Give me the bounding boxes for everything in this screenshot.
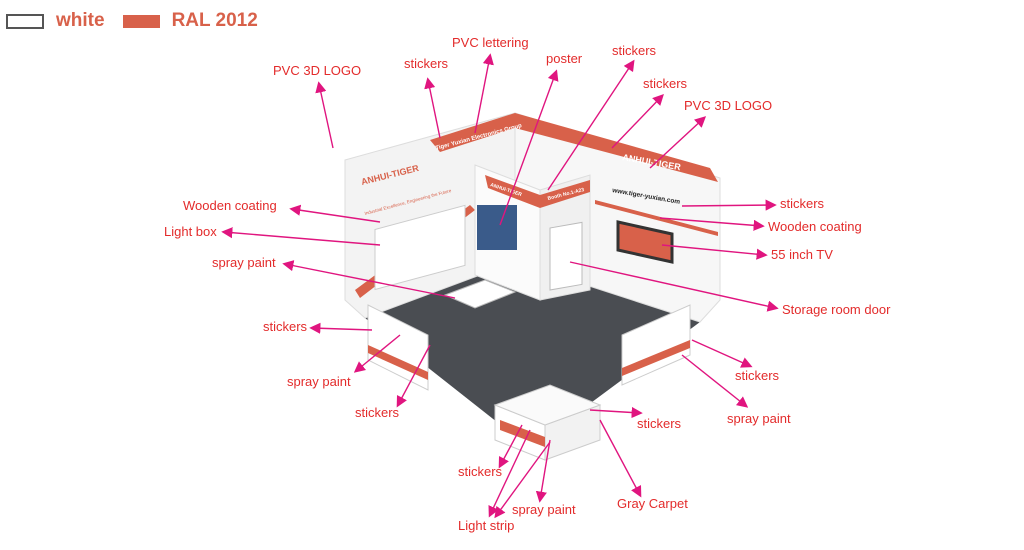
arrow [547, 59, 635, 191]
counter-stripe-left [368, 345, 428, 380]
arrow [309, 322, 373, 334]
arrow [289, 204, 381, 223]
label-stickers: stickers [355, 405, 400, 420]
label-storage-room-door: Storage room door [782, 302, 891, 317]
arrow [494, 441, 551, 519]
legend-white-label: white [56, 10, 105, 31]
arrow [535, 439, 551, 503]
label-pvc-3d-logo: PVC 3D LOGO [273, 63, 362, 78]
arrow [488, 429, 531, 518]
label-spray-paint: spray paint [212, 255, 276, 270]
color-legend: white RAL 2012 [6, 10, 258, 32]
label-stickers: stickers [637, 416, 682, 431]
label-stickers: stickers [263, 319, 308, 334]
table [443, 279, 517, 309]
arrow [681, 354, 749, 408]
right-header-band [515, 113, 718, 182]
label-spray-paint: spray paint [727, 411, 791, 426]
annotation-arrows [221, 53, 779, 519]
arrow [569, 261, 779, 312]
front-counter-stripe [500, 420, 545, 447]
arrow [424, 77, 441, 139]
arrow [681, 199, 777, 211]
arrow [599, 419, 642, 498]
arrow [691, 339, 753, 368]
gray-carpet-floor [365, 262, 700, 448]
arrow [396, 344, 431, 408]
label-spray-paint: spray paint [512, 502, 576, 517]
label-gray-carpet: Gray Carpet [617, 496, 688, 511]
arrow [611, 93, 664, 149]
arrow [498, 424, 523, 469]
front-counter-top [493, 384, 602, 426]
label-stickers: stickers [458, 464, 503, 479]
arrow [589, 406, 643, 419]
storage-header [485, 175, 590, 208]
light-box [374, 204, 466, 291]
arrow [659, 217, 765, 231]
label-wooden-coating: Wooden coating [768, 219, 862, 234]
arrow [661, 244, 768, 260]
counter-stripe-right [622, 340, 690, 376]
storage-room-door [549, 221, 583, 291]
tv-screen [616, 220, 674, 264]
poster [477, 205, 517, 250]
label-stickers: stickers [735, 368, 780, 383]
label-pvc-lettering: PVC lettering [452, 35, 529, 50]
arrow [353, 334, 401, 373]
label-light-box: Light box [164, 224, 217, 239]
label-stickers: stickers [612, 43, 657, 58]
label-stickers: stickers [643, 76, 688, 91]
wall-stripe-right [595, 200, 718, 236]
legend-ral-label: RAL 2012 [171, 10, 258, 31]
arrow [315, 81, 334, 149]
label-stickers: stickers [404, 56, 449, 71]
arrow [221, 227, 381, 246]
label-stickers: stickers [780, 196, 825, 211]
arrow [649, 116, 707, 169]
white-swatch [6, 13, 44, 29]
label-light-strip: Light strip [458, 518, 515, 533]
ral-2012-swatch [122, 14, 160, 28]
label-55-inch-tv: 55 inch TV [771, 247, 833, 262]
arrow [474, 53, 494, 134]
label-pvc-3d-logo: PVC 3D LOGO [684, 98, 773, 113]
label-wooden-coating: Wooden coating [183, 198, 277, 213]
label-spray-paint: spray paint [287, 374, 351, 389]
left-header-band [430, 113, 515, 152]
label-poster: poster [546, 51, 583, 66]
arrow [282, 260, 456, 299]
arrow [499, 69, 559, 226]
